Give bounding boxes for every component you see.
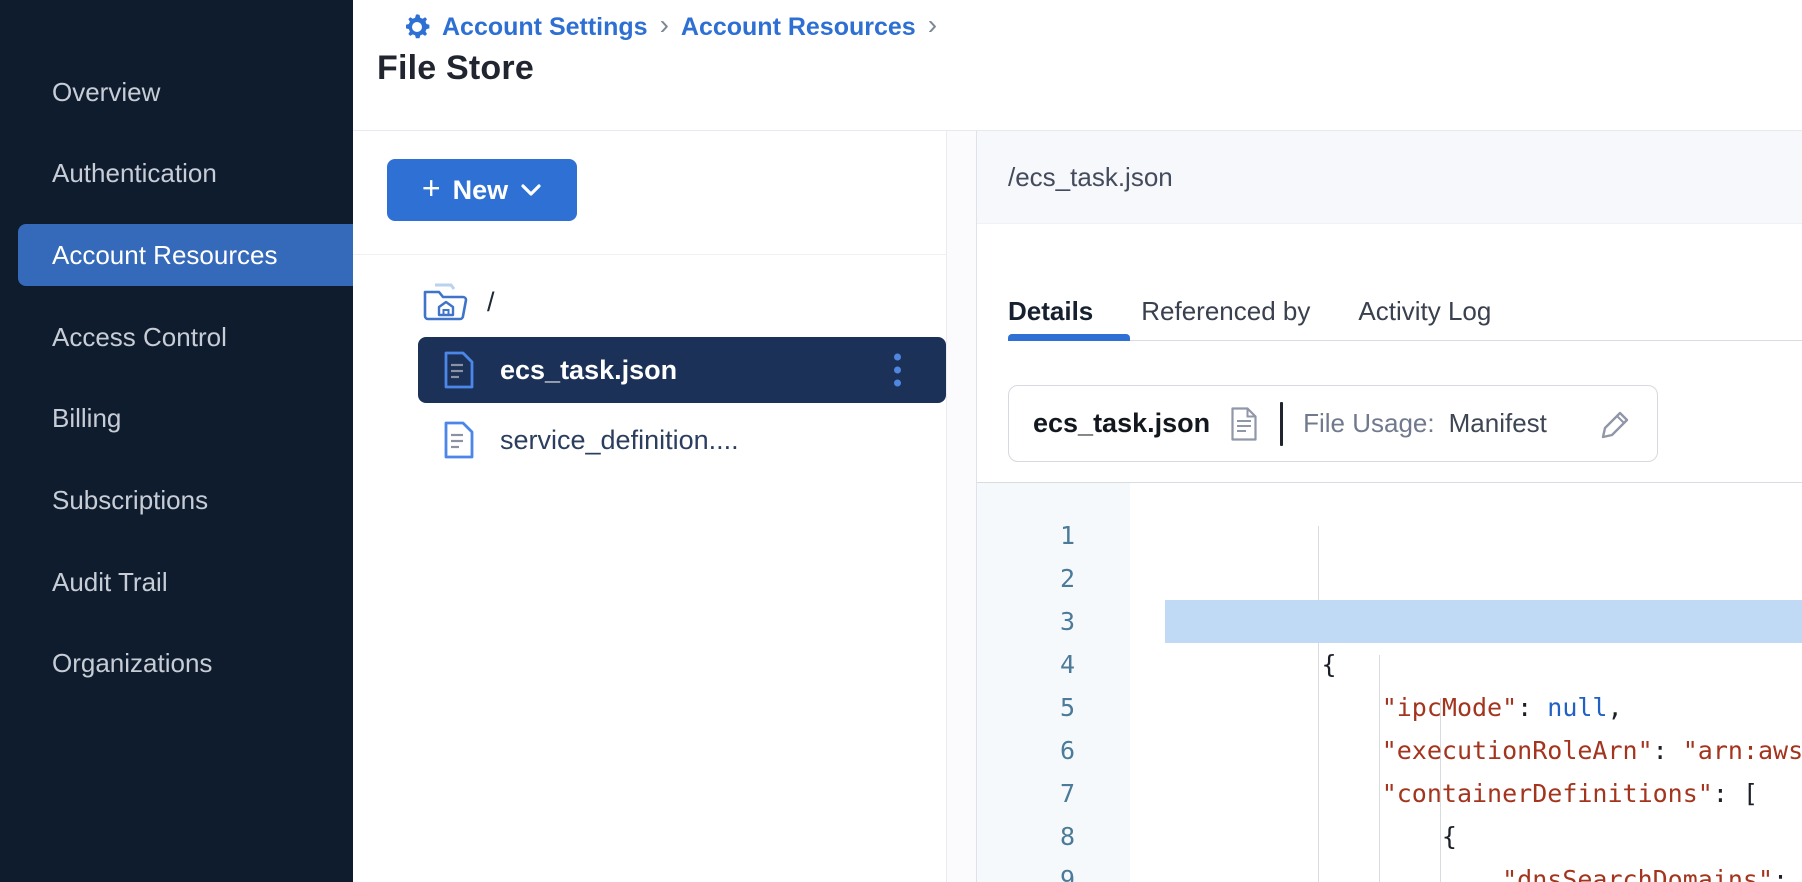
file-name: service_definition....	[500, 424, 739, 455]
line-number: 2	[1059, 564, 1075, 593]
sidebar-item-label: Access Control	[52, 321, 227, 352]
breadcrumb-link[interactable]: Account Resources	[680, 12, 916, 41]
kebab-menu-icon[interactable]	[894, 353, 901, 387]
document-icon	[443, 420, 475, 460]
sidebar-item[interactable]: Subscriptions	[0, 470, 353, 532]
sidebar-item-label: Authentication	[52, 158, 217, 189]
plus-icon: +	[421, 169, 441, 206]
chevron-down-icon	[521, 184, 541, 196]
panel-divider	[946, 131, 977, 882]
file-name: ecs_task.json	[500, 354, 678, 385]
sidebar-item-label: Billing	[52, 403, 122, 434]
line-number: 7	[1059, 779, 1075, 808]
file-path-bar: /ecs_task.json	[977, 131, 1802, 224]
sidebar-item-label: Organizations	[52, 648, 213, 679]
root-folder-label: /	[487, 286, 495, 317]
card-file-name: ecs_task.json	[1033, 408, 1211, 438]
tab[interactable]: Details	[1008, 296, 1094, 326]
sidebar-item[interactable]: Audit Trail	[0, 551, 353, 613]
home-folder-icon	[421, 282, 471, 322]
highlighted-line-background	[1165, 600, 1802, 643]
sidebar-item-label: Subscriptions	[52, 485, 209, 515]
line-number: 6	[1059, 736, 1075, 765]
root-folder-row[interactable]: /	[421, 283, 495, 321]
breadcrumb-separator-icon: ›	[927, 9, 938, 40]
code-area[interactable]: { "ipcMode": null, "executionRoleArn": "…	[1130, 483, 1802, 882]
sidebar-item[interactable]: Billing	[0, 388, 353, 450]
sidebar-item[interactable]: Account Resources	[18, 224, 353, 287]
sidebar-item[interactable]: Authentication	[0, 143, 353, 205]
vertical-divider	[1280, 401, 1284, 446]
active-tab-underline	[1008, 334, 1130, 341]
code-gutter: 1 2 3 4 5 6 7 8 9	[977, 483, 1130, 882]
sidebar-item-label: Account Resources	[52, 239, 278, 270]
document-icon	[1230, 406, 1258, 442]
file-detail-panel: /ecs_task.json Details Referenced by Act…	[977, 131, 1802, 882]
sidebar-item[interactable]: Access Control	[0, 306, 353, 368]
file-usage-label: File Usage:	[1303, 408, 1435, 438]
file-usage-value: Manifest	[1448, 408, 1547, 438]
sidebar-item-label: Audit Trail	[52, 566, 168, 597]
breadcrumb-separator-icon: ›	[659, 9, 669, 40]
sidebar-item-label: Overview	[52, 76, 161, 107]
page-title: File Store	[377, 49, 534, 87]
file-store-panel: + New /	[353, 131, 946, 882]
code-line: {	[1441, 822, 1457, 851]
line-number: 4	[1059, 650, 1075, 679]
line-number: 3	[1059, 607, 1075, 636]
indent-guide	[1379, 655, 1380, 882]
page-header	[353, 0, 1802, 131]
file-path: /ecs_task.json	[1008, 161, 1173, 192]
tab-bar: Details Referenced by Activity Log	[1008, 296, 1491, 336]
new-button[interactable]: + New	[387, 159, 577, 221]
code-line: "entryPoint": null,	[1130, 815, 1802, 858]
file-info-card: ecs_task.json File Usage: Manifest	[1008, 385, 1658, 462]
line-number: 5	[1059, 693, 1075, 722]
tab[interactable]: Referenced by	[1141, 296, 1311, 326]
sidebar-item[interactable]: Organizations	[0, 633, 353, 695]
breadcrumb-link[interactable]: Account Settings	[442, 12, 648, 41]
code-line: "executionRoleArn": "arn:aws:iam::	[1130, 600, 1802, 765]
sidebar-item[interactable]: Overview	[0, 61, 353, 123]
indent-guide	[1318, 526, 1319, 882]
line-number: 8	[1059, 822, 1075, 851]
gear-icon	[402, 12, 432, 42]
code-line: "containerDefinitions": [	[1381, 779, 1759, 808]
tab[interactable]: Activity Log	[1358, 296, 1492, 326]
toolbar-divider	[353, 254, 946, 255]
breadcrumb: Account Settings › Account Resources ›	[402, 9, 939, 44]
tab-border	[1008, 340, 1802, 341]
document-icon	[443, 350, 475, 390]
line-number: 1	[1059, 521, 1075, 550]
file-row[interactable]: service_definition....	[418, 407, 946, 473]
code-line: "dnsSearchDomains": null,	[1502, 865, 1802, 882]
indent-guide	[1440, 698, 1441, 882]
line-number: 9	[1059, 865, 1075, 882]
sidebar-nav: Overview Authentication Account Resource…	[0, 0, 353, 882]
new-button-label: New	[452, 174, 509, 205]
file-row[interactable]: ecs_task.json	[418, 337, 946, 403]
code-line: "ipcMode": null,	[1381, 693, 1623, 722]
code-line: {	[1321, 650, 1337, 679]
code-viewer: 1 2 3 4 5 6 7 8 9	[977, 482, 1802, 882]
edit-pencil-icon[interactable]	[1599, 407, 1633, 441]
